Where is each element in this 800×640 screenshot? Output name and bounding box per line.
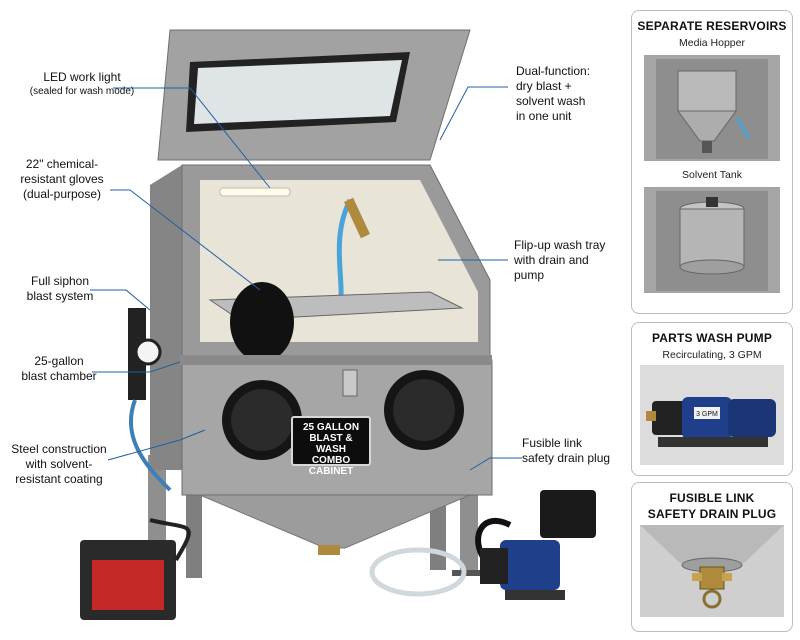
callout-gloves-line3: (dual-purpose) — [22, 187, 102, 201]
glove-inside — [230, 282, 294, 362]
callout-gloves-line1: 22" chemical- — [25, 157, 99, 171]
panel-separate-reservoirs: SEPARATE RESERVOIRS Media Hopper Solvent… — [631, 10, 793, 314]
media-hopper-image — [644, 55, 780, 161]
callout-led-light: LED work light (sealed for wash mode) — [14, 70, 150, 98]
cabinet-nameplate: 25 GALLON BLAST & WASH COMBO CABINET — [291, 416, 371, 477]
callout-siphon-line2: blast system — [26, 289, 94, 303]
callout-steel-line1: Steel construction — [11, 442, 107, 456]
callout-tray-line2: with drain and — [514, 253, 589, 267]
hose-coil — [369, 547, 467, 597]
callout-fusible-line1: Fusible link — [522, 436, 583, 450]
callout-tray-line3: pump — [514, 268, 545, 282]
callout-steel-line2: with solvent- — [25, 457, 93, 471]
door-latch — [342, 369, 358, 397]
foot-pedal — [80, 540, 176, 620]
drain-plug-fitting — [318, 545, 340, 555]
callout-fusible-link: Fusible link safety drain plug — [522, 436, 626, 466]
plate-line3: COMBO CABINET — [308, 455, 354, 477]
panel-pump-title: PARTS WASH PUMP — [651, 331, 773, 345]
panel-reservoirs-title: SEPARATE RESERVOIRS — [637, 19, 787, 33]
callout-siphon: Full siphon blast system — [10, 274, 110, 304]
wash-pump-image: 3 GPM — [640, 365, 784, 465]
callout-gloves: 22" chemical- resistant gloves (dual-pur… — [6, 157, 118, 202]
panel-hopper-label: Media Hopper — [679, 37, 745, 49]
cabinet-side — [150, 165, 182, 470]
callout-led-sub: (sealed for wash mode) — [29, 86, 135, 97]
panel-drain-title2: SAFETY DRAIN PLUG — [647, 507, 777, 521]
blast-gun — [344, 197, 370, 239]
hopper-funnel — [199, 494, 471, 549]
panel-pump-sub: Recirculating, 3 GPM — [662, 349, 762, 361]
pump-plate-label: 3 GPM — [696, 411, 718, 418]
open-lid — [157, 29, 471, 161]
plate-line2: BLAST & WASH — [309, 433, 353, 455]
callout-dual-function: Dual-function: dry blast + solvent wash … — [516, 64, 626, 124]
callout-dual-line2: dry blast + — [516, 79, 572, 93]
panel-parts-wash-pump: PARTS WASH PUMP Recirculating, 3 GPM 3 G… — [631, 322, 793, 476]
drain-plug-image — [640, 525, 784, 617]
callout-wash-tray: Flip-up wash tray with drain and pump — [514, 238, 626, 283]
callout-steel: Steel construction with solvent- resista… — [0, 442, 118, 487]
glove-ports — [222, 370, 464, 460]
air-regulator — [128, 308, 162, 400]
panel-tank-label: Solvent Tank — [682, 169, 742, 181]
callout-lines — [90, 86, 522, 471]
callout-fusible-line2: safety drain plug — [522, 451, 611, 465]
wash-pump — [475, 490, 596, 600]
solvent-tank-image — [644, 187, 780, 293]
callout-dual-line3: solvent wash — [516, 94, 586, 108]
callout-chamber-line2: blast chamber — [21, 369, 97, 383]
led-light-bar — [219, 187, 291, 197]
callout-dual-line1: Dual-function: — [516, 64, 591, 78]
callout-gloves-line2: resistant gloves — [20, 172, 104, 186]
callout-steel-line3: resistant coating — [15, 472, 103, 486]
callout-led-title: LED work light — [43, 70, 121, 84]
callout-chamber: 25-gallon blast chamber — [14, 354, 104, 384]
callout-siphon-line1: Full siphon — [30, 274, 90, 288]
callout-tray-line1: Flip-up wash tray — [514, 238, 606, 252]
callout-chamber-line1: 25-gallon — [34, 354, 84, 368]
product-illustration — [80, 29, 596, 620]
plate-line1: 25 GALLON — [302, 422, 360, 433]
panel-drain-title: FUSIBLE LINK — [669, 491, 755, 505]
callout-dual-line4: in one unit — [516, 109, 572, 123]
panel-fusible-link-drain-plug: FUSIBLE LINK SAFETY DRAIN PLUG — [631, 482, 793, 632]
